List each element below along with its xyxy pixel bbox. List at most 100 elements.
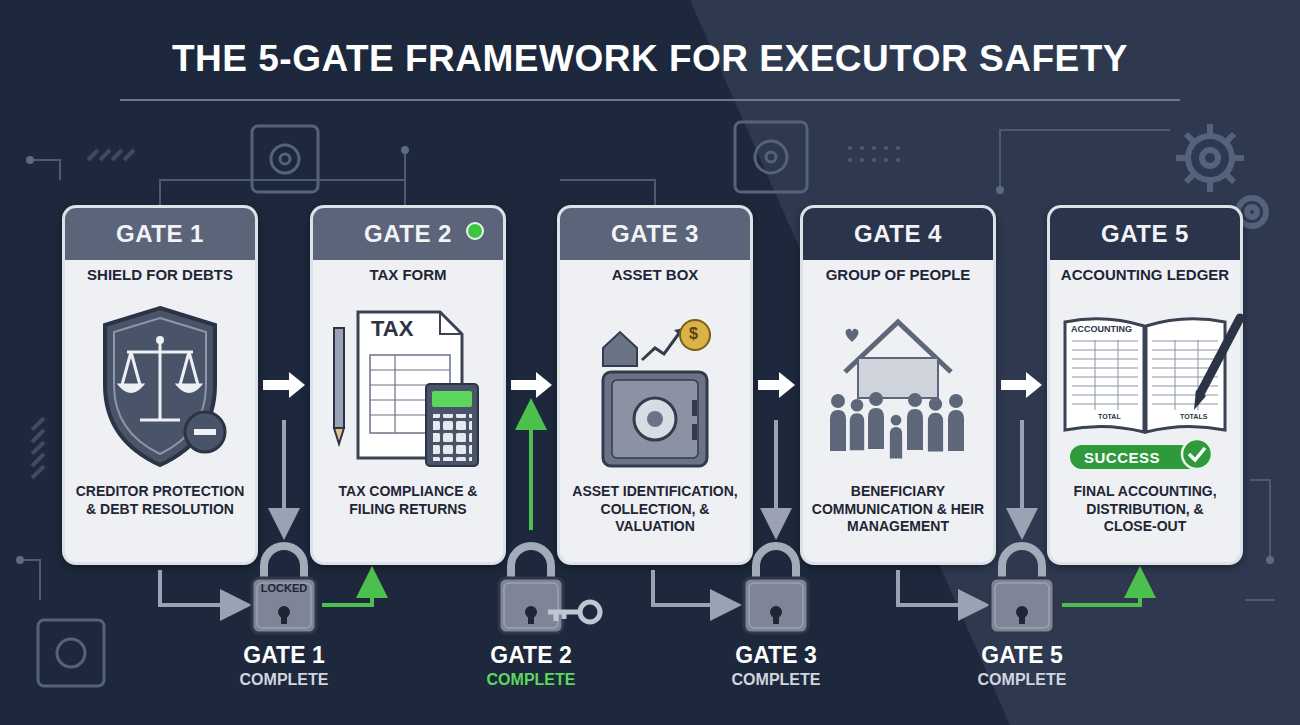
badge-text: SUCCESS — [1084, 449, 1160, 466]
gear-decoration — [1238, 198, 1266, 226]
safe-decoration — [271, 145, 299, 173]
gate-complete-label: GATE 5 COMPLETE — [947, 642, 1097, 689]
gate-complete-label: GATE 3 COMPLETE — [701, 642, 851, 689]
ledger-icon — [1200, 318, 1240, 394]
safe-decoration — [38, 122, 807, 686]
people-group-icon — [907, 393, 923, 450]
circuit-lines — [1000, 130, 1170, 190]
gate-number: GATE 2 — [364, 220, 452, 248]
circuit-lines — [1250, 480, 1270, 560]
flow-arrows — [653, 570, 730, 605]
hatch-marks — [32, 418, 44, 430]
padlocks — [744, 546, 808, 633]
asset-safe-icon — [692, 400, 697, 416]
icon-label: TOTALS — [1180, 413, 1207, 420]
arrow-head — [1026, 372, 1042, 398]
ledger-icon — [1065, 319, 1144, 432]
asset-safe-icon — [612, 380, 698, 458]
gear-decoration — [1227, 175, 1234, 182]
safe-decoration — [252, 126, 318, 192]
gear-decoration — [1176, 155, 1186, 161]
status-dot — [467, 223, 483, 239]
flow-arrow — [511, 372, 552, 398]
gate-complete-label: GATE 1 COMPLETE — [209, 642, 359, 689]
gate-header: GATE 5 — [1050, 208, 1240, 260]
asset-safe-icon — [642, 332, 680, 360]
background — [690, 0, 1300, 725]
flow-arrow — [758, 372, 795, 398]
gear-decoration — [1207, 182, 1213, 192]
flow-arrow — [1001, 372, 1042, 398]
dot-grid — [848, 146, 900, 162]
key-icon — [580, 602, 600, 622]
tax-form-icon — [426, 384, 478, 466]
flow-arrows — [1020, 420, 1024, 528]
tax-form-icon — [440, 312, 462, 334]
ledger-icon — [1095, 340, 1096, 410]
shield-icon — [189, 352, 198, 385]
gear-decoration — [1176, 124, 1266, 226]
shield-icon — [120, 340, 200, 420]
shield-icon — [122, 352, 131, 385]
people-group-icon — [858, 358, 938, 398]
asset-safe-icon — [603, 372, 707, 466]
ledger-icon — [1194, 390, 1206, 410]
gear-decoration — [1188, 136, 1232, 180]
people-group-icon — [868, 392, 884, 449]
shield-icon — [131, 352, 140, 385]
shield-icon — [140, 419, 180, 422]
gate-number: GATE 1 — [116, 220, 204, 248]
flow-arrows — [282, 420, 286, 528]
icon-label: $ — [689, 325, 698, 343]
shield-icon — [156, 336, 164, 344]
dot-grid — [884, 146, 888, 150]
flow-arrow — [263, 372, 305, 398]
arrow-head — [536, 372, 552, 398]
shield-icon — [178, 385, 200, 392]
hatch-marks — [100, 150, 110, 160]
arrow-shaft — [511, 380, 538, 390]
asset-safe-icon — [680, 320, 710, 350]
shield-icon — [105, 308, 225, 465]
arrow-head — [779, 372, 795, 398]
people-group-icon — [928, 397, 943, 451]
dot-grid — [860, 158, 864, 162]
diagram-title: THE 5-GATE FRAMEWORK FOR EXECUTOR SAFETY — [0, 38, 1300, 80]
people-group-icon — [830, 392, 964, 458]
hatch-marks — [32, 454, 44, 466]
hatch-marks — [88, 150, 98, 160]
circuit-dots — [996, 186, 1004, 194]
gate-subtitle: ASSET BOX — [566, 266, 744, 284]
people-group-icon — [948, 394, 964, 451]
arrow-head — [289, 372, 305, 398]
gear-decoration — [1186, 175, 1193, 182]
shield-icon — [185, 412, 225, 452]
gate-number: GATE 3 — [611, 220, 699, 248]
asset-safe-icon — [692, 424, 697, 440]
gate-subtitle: GROUP OF PEOPLE — [809, 266, 987, 284]
dot-grid — [848, 146, 852, 150]
gear-decoration — [1247, 207, 1257, 217]
gear-decoration — [1234, 155, 1244, 161]
flow-arrows — [322, 578, 372, 605]
people-group-icon — [890, 415, 902, 459]
arrow-shaft — [1001, 380, 1028, 390]
hatch-marks — [112, 150, 122, 160]
gate-subtitle: TAX FORM — [319, 266, 497, 284]
flow-arrows — [898, 570, 978, 605]
people-group-icon — [846, 329, 859, 342]
circuit-lines — [404, 150, 406, 180]
gate-number: GATE 5 — [1101, 220, 1189, 248]
dot-grid — [884, 158, 888, 162]
circuit-dots — [16, 146, 1274, 564]
ledger-icon — [1118, 340, 1119, 410]
gate-complete-label: GATE 2 COMPLETE — [456, 642, 606, 689]
gear-decoration — [1186, 134, 1193, 141]
gate-description: CREDITOR PROTECTION & DEBT RESOLUTION — [73, 483, 247, 518]
gate-description: TAX COMPLIANCE & FILING RETURNS — [321, 483, 495, 518]
ledger-icon — [1065, 318, 1240, 432]
icon-label: LOCKED — [258, 582, 310, 594]
padlocks — [252, 546, 1054, 633]
